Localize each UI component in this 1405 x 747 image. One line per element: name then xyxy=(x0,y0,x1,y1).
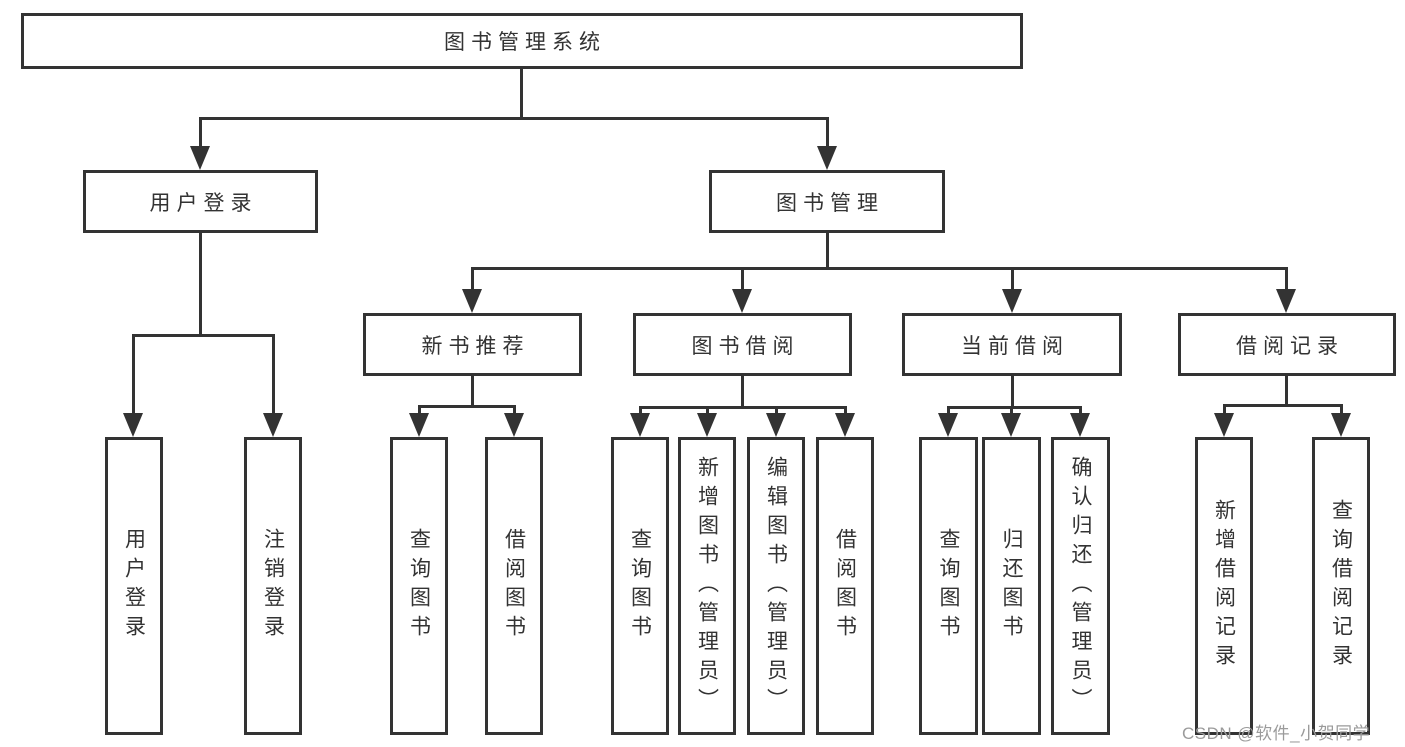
connector-to-leaf xyxy=(1223,404,1226,414)
arrowhead-icon xyxy=(504,413,524,437)
connector-new-book-stem xyxy=(471,376,474,406)
leaf-query-books-current: 查询图书 xyxy=(919,437,978,735)
connector-current-borrow-stem xyxy=(1011,376,1014,407)
connector-to-leaf xyxy=(706,406,709,414)
connector-to-borrow-records xyxy=(1285,267,1288,290)
leaf-query-borrow-record: 查询借阅记录 xyxy=(1312,437,1370,735)
connector-to-leaf xyxy=(775,406,778,414)
arrowhead-icon xyxy=(938,413,958,437)
connector-to-leaf xyxy=(639,406,642,414)
connector-new-book-branch xyxy=(418,405,515,408)
arrowhead-icon xyxy=(409,413,429,437)
connector-root-branch xyxy=(199,117,829,120)
connector-to-leaf-user-login xyxy=(132,334,135,414)
arrowhead-icon xyxy=(630,413,650,437)
leaf-return-books: 归还图书 xyxy=(982,437,1041,735)
connector-to-current-borrow xyxy=(1011,267,1014,290)
arrowhead-icon xyxy=(462,289,482,313)
leaf-edit-books-admin: 编辑图书（管理员） xyxy=(747,437,805,735)
arrowhead-icon xyxy=(732,289,752,313)
arrowhead-icon xyxy=(1331,413,1351,437)
arrowhead-icon xyxy=(123,413,143,437)
leaf-query-books-recommend: 查询图书 xyxy=(390,437,448,735)
arrowhead-icon xyxy=(1214,413,1234,437)
node-borrow-records: 借阅记录 xyxy=(1178,313,1396,376)
connector-user-login-branch xyxy=(132,334,275,337)
arrowhead-icon xyxy=(1070,413,1090,437)
arrowhead-icon xyxy=(1001,413,1021,437)
node-book-management: 图书管理 xyxy=(709,170,945,233)
connector-book-borrow-branch xyxy=(639,406,846,409)
leaf-borrow-books-recommend: 借阅图书 xyxy=(485,437,543,735)
connector-to-leaf-logout xyxy=(272,334,275,414)
arrowhead-icon xyxy=(190,146,210,170)
leaf-query-books-borrow: 查询图书 xyxy=(611,437,669,735)
connector-to-leaf xyxy=(418,405,421,414)
arrowhead-icon xyxy=(817,146,837,170)
connector-book-mgmt-stem xyxy=(826,233,829,268)
leaf-logout-login: 注销登录 xyxy=(244,437,302,735)
connector-to-leaf xyxy=(1010,406,1013,414)
leaf-user-login: 用户登录 xyxy=(105,437,163,735)
leaf-borrow-books: 借阅图书 xyxy=(816,437,874,735)
arrowhead-icon xyxy=(697,413,717,437)
leaf-add-books-admin: 新增图书（管理员） xyxy=(678,437,736,735)
connector-to-leaf xyxy=(513,405,516,414)
connector-book-borrow-stem xyxy=(741,376,744,407)
connector-to-leaf xyxy=(1079,406,1082,414)
node-current-borrow: 当前借阅 xyxy=(902,313,1122,376)
connector-current-borrow-branch xyxy=(947,406,1082,409)
connector-borrow-records-branch xyxy=(1223,404,1342,407)
node-book-borrow: 图书借阅 xyxy=(633,313,852,376)
node-root-system: 图书管理系统 xyxy=(21,13,1023,69)
connector-to-leaf xyxy=(844,406,847,414)
connector-to-new-book-recommend xyxy=(471,267,474,290)
csdn-watermark: CSDN @软件_小贺同学 xyxy=(1182,724,1371,743)
leaf-confirm-return-admin: 确认归还（管理员） xyxy=(1051,437,1110,735)
connector-to-leaf xyxy=(1340,404,1343,414)
arrowhead-icon xyxy=(1002,289,1022,313)
arrowhead-icon xyxy=(766,413,786,437)
connector-to-user-login xyxy=(199,117,202,147)
arrowhead-icon xyxy=(835,413,855,437)
leaf-add-borrow-record: 新增借阅记录 xyxy=(1195,437,1253,735)
arrowhead-icon xyxy=(1276,289,1296,313)
connector-to-book-borrow xyxy=(741,267,744,290)
arrowhead-icon xyxy=(263,413,283,437)
connector-to-book-management xyxy=(826,117,829,147)
connector-root-stem xyxy=(520,69,523,118)
connector-to-leaf xyxy=(947,406,950,414)
connector-borrow-records-stem xyxy=(1285,376,1288,405)
connector-book-mgmt-branch xyxy=(471,267,1288,270)
connector-user-login-stem xyxy=(199,233,202,335)
node-new-book-recommend: 新书推荐 xyxy=(363,313,582,376)
node-user-login: 用户登录 xyxy=(83,170,318,233)
